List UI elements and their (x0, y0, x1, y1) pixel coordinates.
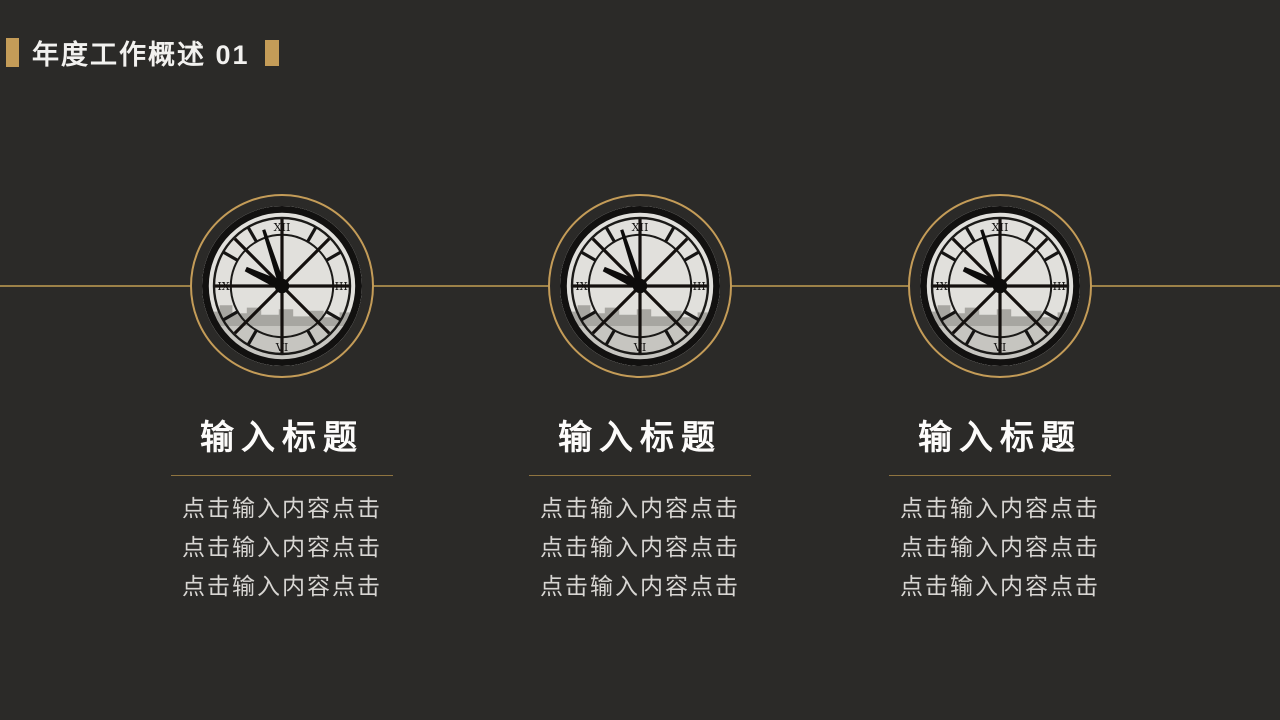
clock-image: XII III VI IX (920, 206, 1080, 366)
accent-square-right (264, 39, 279, 66)
clock-image: XII III VI IX (560, 206, 720, 366)
body-text-line: 点击输入内容点击 (900, 573, 1100, 599)
content-column-3: XII III VI IX 输入标题 (870, 194, 1130, 606)
clock-image: XII III VI IX (202, 206, 362, 366)
clock-face-graphic: XII III VI IX (560, 206, 720, 366)
body-text-line: 点击输入内容点击 (540, 534, 740, 560)
body-text-line: 点击输入内容点击 (182, 534, 382, 560)
column-title: 输入标题 (200, 419, 364, 457)
title-divider (529, 475, 751, 476)
body-text-line: 点击输入内容点击 (900, 534, 1100, 560)
body-text-line: 点击输入内容点击 (900, 495, 1100, 521)
column-title: 输入标题 (918, 419, 1082, 457)
circle-frame: XII III VI IX (908, 194, 1092, 378)
content-column-2: XII III VI IX 输入标题 (510, 194, 770, 606)
title-divider (889, 475, 1111, 476)
slide-header: 年度工作概述 01 (6, 33, 279, 72)
clock-face-graphic: XII III VI IX (920, 206, 1080, 366)
body-text-line: 点击输入内容点击 (540, 495, 740, 521)
slide-title: 年度工作概述 01 (32, 40, 250, 70)
accent-bar-left (6, 38, 19, 67)
clock-face-graphic: XII III VI IX (202, 206, 362, 366)
body-text-line: 点击输入内容点击 (182, 495, 382, 521)
column-title: 输入标题 (558, 419, 722, 457)
body-text-line: 点击输入内容点击 (182, 573, 382, 599)
body-text-line: 点击输入内容点击 (540, 573, 740, 599)
title-divider (171, 475, 393, 476)
circle-frame: XII III VI IX (190, 194, 374, 378)
content-column-1: XII III VI IX 输入标题 (152, 194, 412, 606)
circle-frame: XII III VI IX (548, 194, 732, 378)
